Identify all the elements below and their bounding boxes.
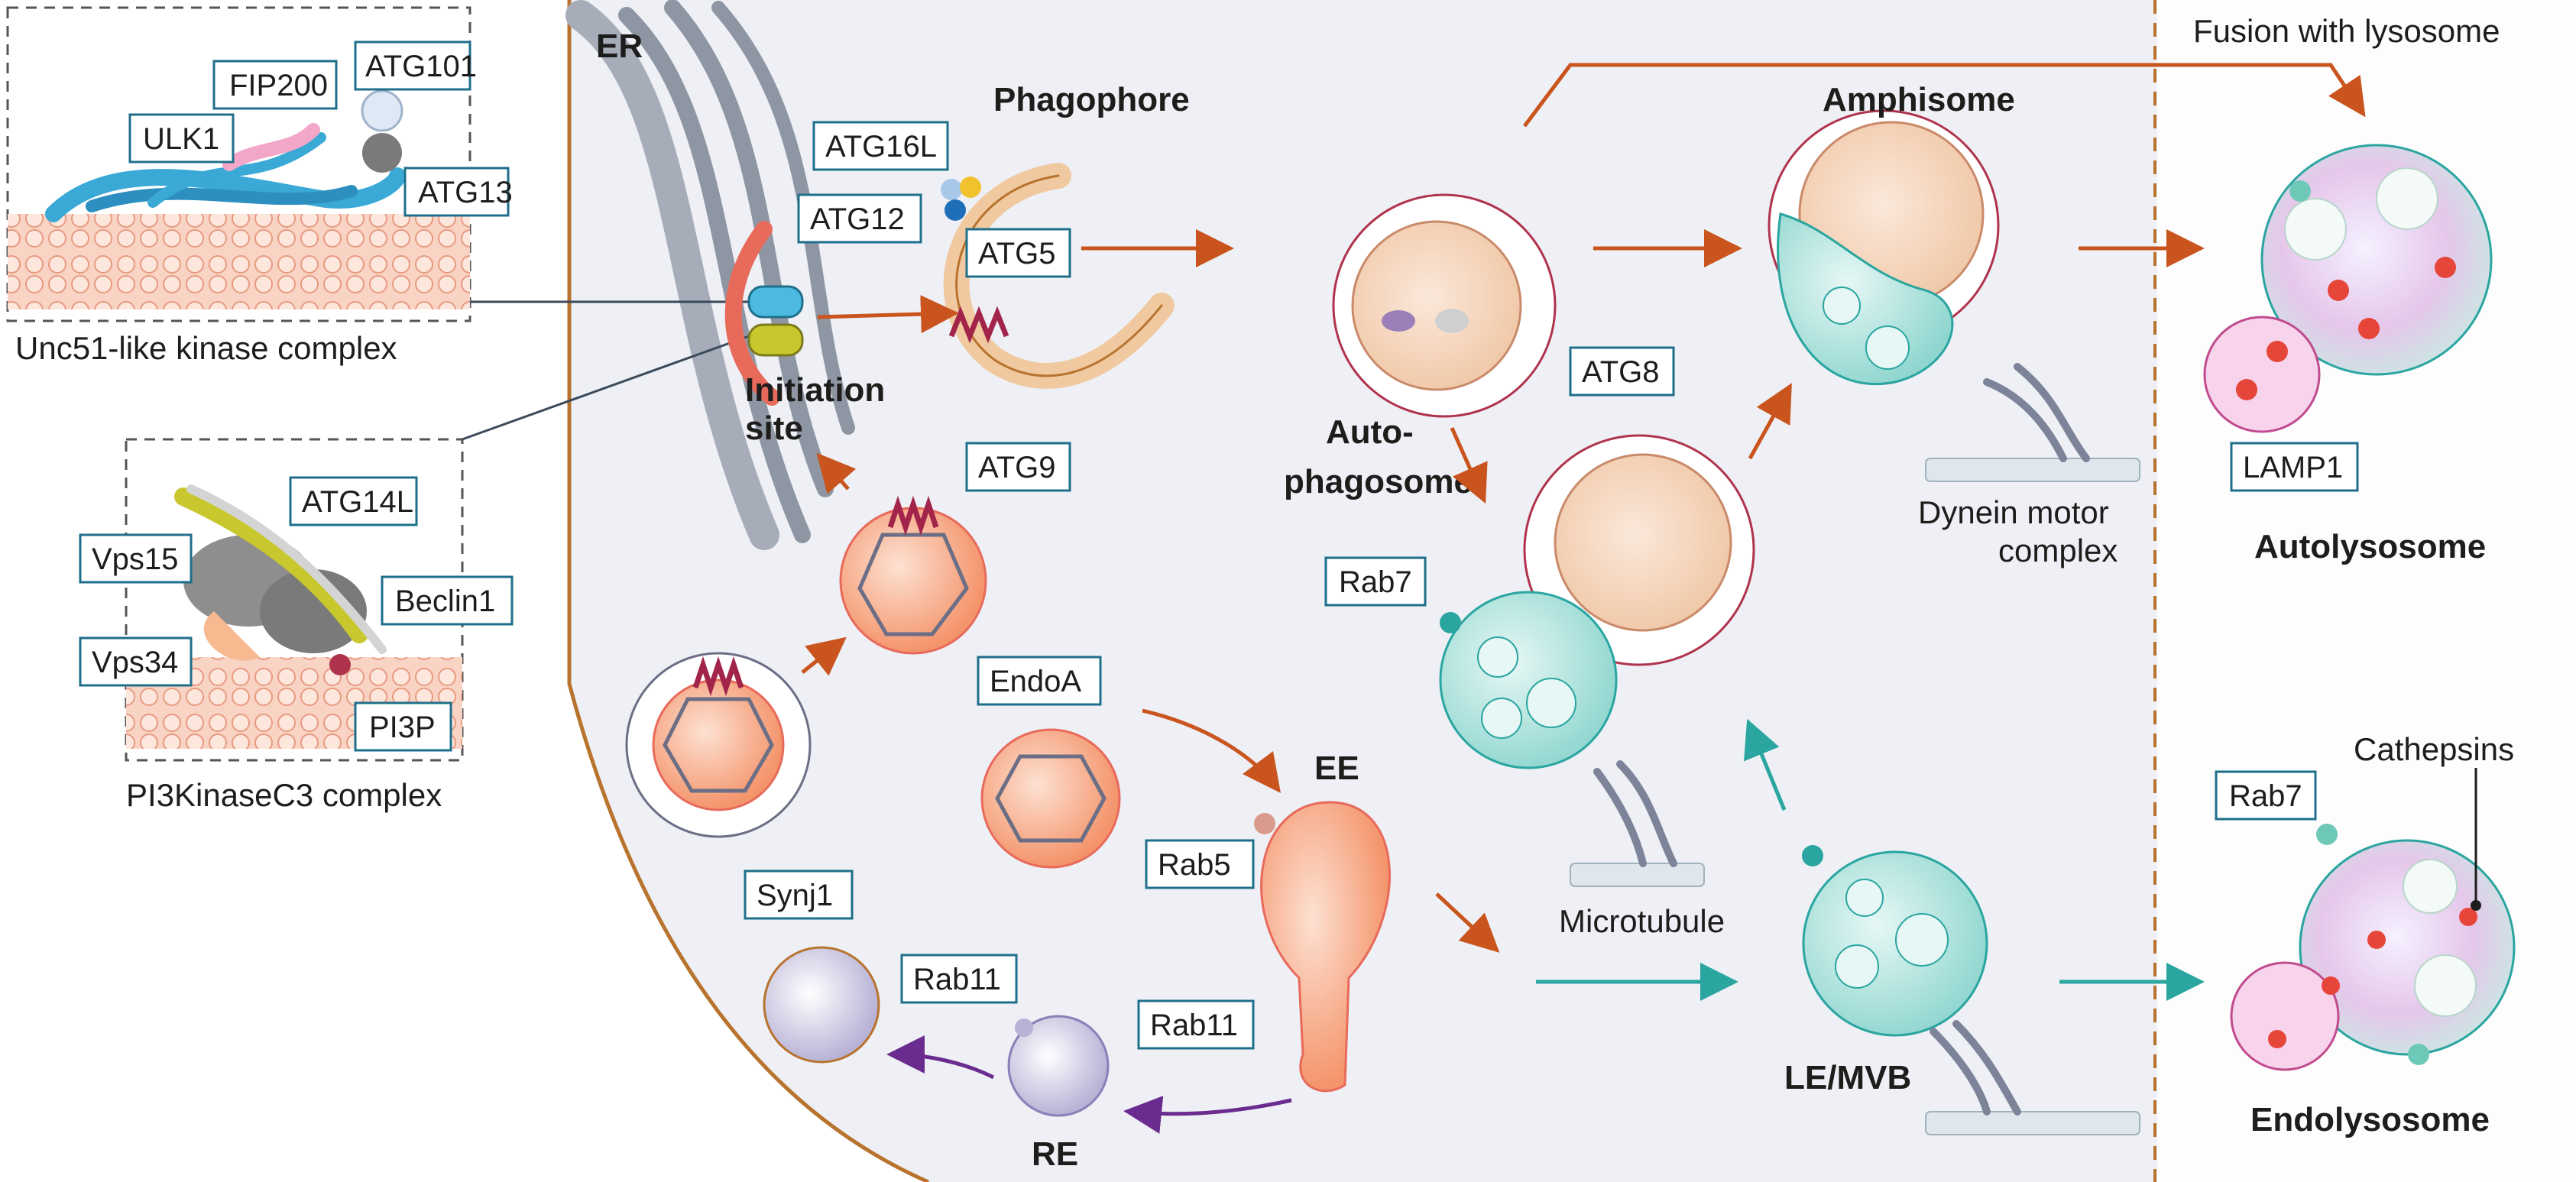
callout-rab11-ee: Rab11 [1137,999,1255,1050]
arrow-ee-to-re [1123,1096,1292,1134]
svg-text:ATG12: ATG12 [810,202,905,236]
arrow-re-to-membrane [886,1035,995,1080]
svg-text:ATG16L: ATG16L [825,130,937,164]
amphisome-label: Amphisome [1823,81,2015,118]
pi3k-complex-caption: PI3KinaseC3 complex [126,777,442,813]
callout-vps15: Vps15 [79,533,193,584]
arrow-ee-to-le [1435,892,1500,953]
initiation-label-1: Initiation [745,371,885,409]
rab11-dot-re [1015,1018,1033,1037]
initiation-site [724,221,804,406]
autolysosome [2203,144,2493,433]
autophagosome [1332,193,1557,418]
callout-atg12: ATG12 [797,193,922,244]
arrow-synj1-to-atg9 [801,636,847,676]
svg-text:ATG5: ATG5 [978,237,1056,270]
dynein-motor-icons [1593,363,2090,1116]
amphisome [1768,109,2000,385]
svg-text:PI3P: PI3P [369,711,436,744]
svg-text:ATG8: ATG8 [1582,355,1660,389]
svg-text:Vps34: Vps34 [92,646,178,679]
cathepsins-dot [2471,900,2481,911]
amphisome-fusing [1439,434,1755,769]
cell-membrane [567,0,930,1182]
svg-text:LAMP1: LAMP1 [2243,451,2343,484]
microtubule-top [1925,458,2140,482]
callout-ulk1: ULK1 [128,113,235,164]
callout-rab7-endolysosome: Rab7 [2215,770,2317,821]
arrow-fusing-to-amphisome [1748,383,1792,460]
svg-text:ATG101: ATG101 [365,50,477,83]
endoa-vesicle [980,728,1121,869]
autolysosome-label: Autolysosome [2254,528,2486,565]
le-mvb-label: LE/MVB [1784,1059,1911,1096]
svg-text:Rab11: Rab11 [1150,1009,1238,1042]
autophagosome-label-1: Auto- [1326,413,1414,451]
arrow-initiation-to-phagophore [817,295,959,334]
recycling-endosome [1007,1015,1110,1117]
svg-text:Rab5: Rab5 [1158,848,1231,882]
arrow-le-to-fusing [1744,718,1787,811]
arrow-autophagosome-over-to-lysosome [1523,63,2366,128]
microtubule-label: Microtubule [1559,903,1725,939]
dynein-label-1: Dynein motor [1918,494,2109,530]
svg-text:ATG9: ATG9 [978,451,1056,484]
callout-endoa: EndoA [977,656,1102,706]
arrow-endoa-to-ee [1142,708,1282,793]
svg-text:ATG14L: ATG14L [302,485,413,519]
svg-text:ATG13: ATG13 [418,176,513,209]
membrane-bulb [763,946,880,1064]
svg-text:ULK1: ULK1 [143,122,219,156]
early-endosome [1254,801,1391,1093]
svg-text:EndoA: EndoA [990,665,1081,698]
endolysosome [2230,824,2516,1071]
callout-pi3p: PI3P [354,701,452,752]
atg9-vesicle [839,495,987,655]
endolysosome-label: Endolysosome [2250,1101,2490,1138]
synj1-vesicle [625,652,812,838]
svg-text:Vps15: Vps15 [92,542,178,576]
arrow-autophagosome-to-fusing [1450,426,1488,504]
phagophore [941,163,1175,389]
callout-vps34: Vps34 [79,636,193,687]
re-label: RE [1032,1135,1078,1173]
callout-atg13: ATG13 [403,167,513,217]
callout-atg14l: ATG14L [289,476,418,526]
ee-label: EE [1314,750,1359,787]
svg-text:Beclin1: Beclin1 [395,585,495,618]
callout-synj1: Synj1 [744,869,854,920]
fusion-header: Fusion with lysosome [2193,13,2500,49]
callout-lamp1: LAMP1 [2230,442,2359,492]
callout-atg101: ATG101 [354,40,477,91]
phagophore-label: Phagophore [993,81,1190,118]
le-mvb [1802,845,1988,1037]
microtubule-mid [1570,863,1705,887]
er-label: ER [596,28,643,65]
svg-text:Rab7: Rab7 [2229,779,2302,813]
callout-atg16l: ATG16L [812,121,949,171]
callout-atg9: ATG9 [965,442,1071,492]
callout-atg8: ATG8 [1569,346,1675,397]
microtubule-bottom [1925,1111,2140,1135]
arrow-atg9-to-initiation [816,452,857,494]
pi3k-connector-line [462,335,750,441]
ulk-complex-caption: Unc51-like kinase complex [15,330,397,366]
callout-rab11-re: Rab11 [900,954,1018,1004]
callout-rab5: Rab5 [1145,839,1255,889]
callout-rab7-mid: Rab7 [1324,556,1427,607]
pathway-arrows [801,63,2366,1134]
initiation-label-2: site [745,410,803,447]
callout-atg5: ATG5 [965,228,1071,278]
svg-text:Rab11: Rab11 [913,963,1001,996]
dynein-label-2: complex [1998,533,2118,568]
callout-beclin1: Beclin1 [381,575,514,626]
autophagosome-label-2: phagosome [1284,463,1473,500]
svg-text:Rab7: Rab7 [1339,565,1412,599]
callout-fip200: FIP200 [212,60,338,110]
svg-text:FIP200: FIP200 [229,69,328,102]
svg-text:Synj1: Synj1 [757,879,833,912]
cathepsins-label: Cathepsins [2354,731,2514,767]
